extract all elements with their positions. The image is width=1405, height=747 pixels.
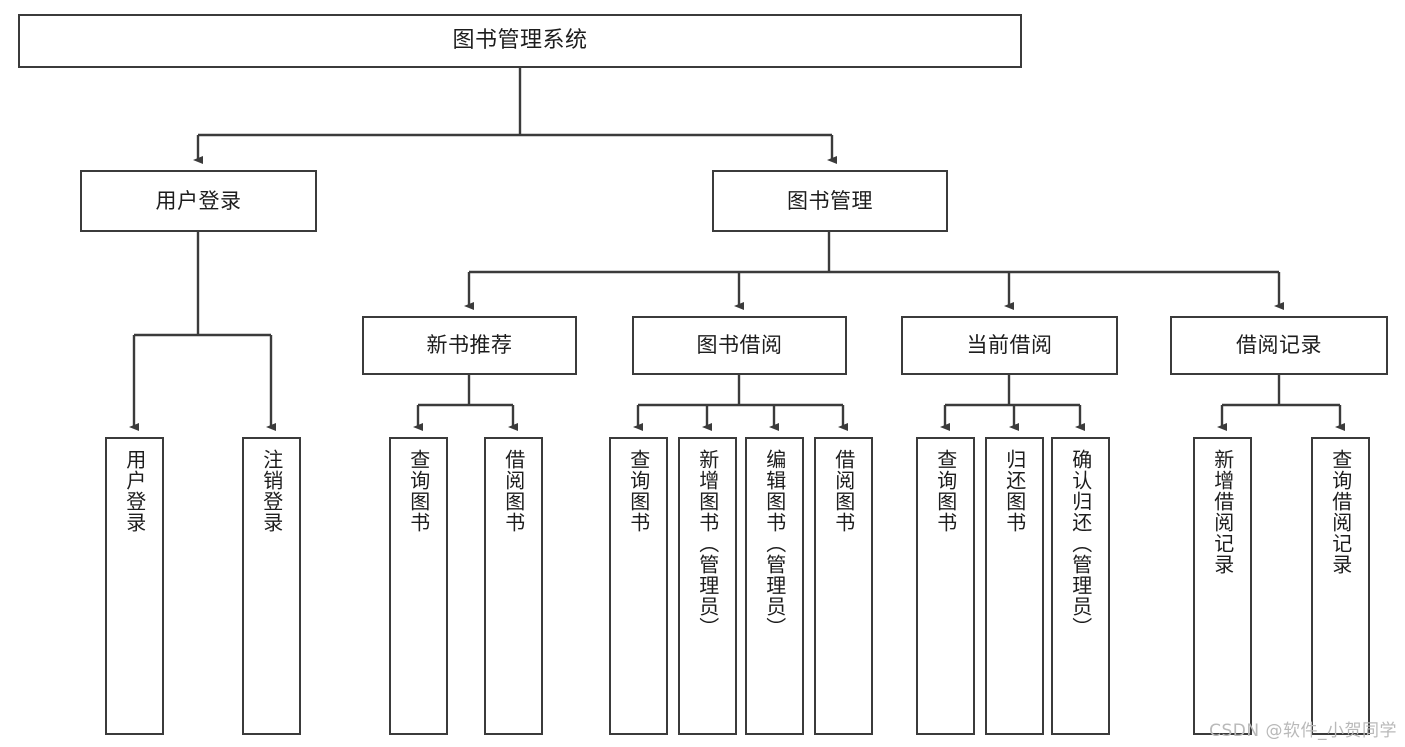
node-label: 图书管理 <box>787 188 873 213</box>
node-user-login[interactable]: 用户登录 <box>80 170 317 232</box>
node-label: 查询图书 <box>626 449 651 533</box>
node-label: 图书借阅 <box>696 333 783 358</box>
node-label: 新增借阅记录 <box>1210 449 1235 575</box>
node-label: 用户登录 <box>122 449 147 533</box>
node-label: 归还图书 <box>1002 449 1027 533</box>
watermark: CSDN @软件_小贺同学 <box>1209 721 1397 741</box>
leaf-query-book-newbook[interactable]: 查询图书 <box>389 437 448 735</box>
leaf-borrow-book-newbook[interactable]: 借阅图书 <box>484 437 543 735</box>
node-label: 注销登录 <box>259 449 284 533</box>
node-label: 新增图书（管理员） <box>695 449 720 638</box>
node-label: 查询图书 <box>406 449 431 533</box>
node-new-book-recommend[interactable]: 新书推荐 <box>362 316 577 375</box>
leaf-query-book-current[interactable]: 查询图书 <box>916 437 975 735</box>
node-label: 确认归还（管理员） <box>1068 449 1093 638</box>
node-label: 借阅图书 <box>831 449 856 533</box>
leaf-confirm-return-admin[interactable]: 确认归还（管理员） <box>1051 437 1110 735</box>
leaf-borrow-book[interactable]: 借阅图书 <box>814 437 873 735</box>
leaf-add-borrow-record[interactable]: 新增借阅记录 <box>1193 437 1252 735</box>
leaf-query-book-borrow[interactable]: 查询图书 <box>609 437 668 735</box>
node-label: 借阅记录 <box>1236 333 1322 358</box>
node-label: 图书管理系统 <box>452 28 588 54</box>
node-book-borrow[interactable]: 图书借阅 <box>632 316 847 375</box>
leaf-logout[interactable]: 注销登录 <box>242 437 301 735</box>
leaf-return-book[interactable]: 归还图书 <box>985 437 1044 735</box>
node-label: 新书推荐 <box>426 333 513 358</box>
node-root-library-system[interactable]: 图书管理系统 <box>18 14 1022 68</box>
leaf-user-login[interactable]: 用户登录 <box>105 437 164 735</box>
node-label: 借阅图书 <box>501 449 526 533</box>
node-label: 查询图书 <box>933 449 958 533</box>
node-label: 用户登录 <box>155 188 242 213</box>
node-label: 查询借阅记录 <box>1328 449 1353 575</box>
leaf-add-book-admin[interactable]: 新增图书（管理员） <box>678 437 737 735</box>
node-current-borrow[interactable]: 当前借阅 <box>901 316 1118 375</box>
leaf-query-borrow-record[interactable]: 查询借阅记录 <box>1311 437 1370 735</box>
node-borrow-record[interactable]: 借阅记录 <box>1170 316 1388 375</box>
node-label: 编辑图书（管理员） <box>762 449 787 638</box>
node-label: 当前借阅 <box>966 333 1053 358</box>
node-book-management[interactable]: 图书管理 <box>712 170 948 232</box>
leaf-edit-book-admin[interactable]: 编辑图书（管理员） <box>745 437 804 735</box>
